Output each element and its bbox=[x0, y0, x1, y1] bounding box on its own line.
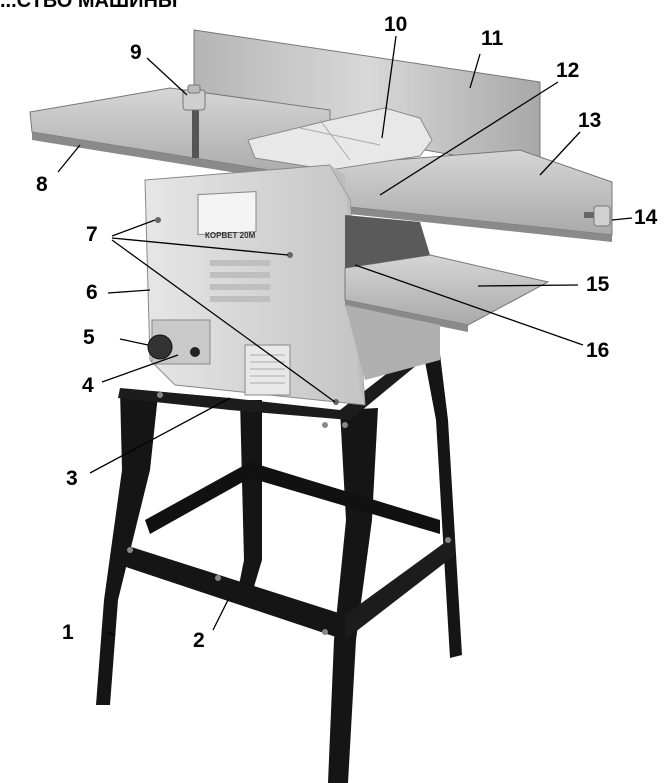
callout-11: 11 bbox=[481, 27, 504, 50]
callout-10: 10 bbox=[384, 13, 408, 36]
callout-2: 2 bbox=[193, 629, 205, 652]
stand-lower-rail-side bbox=[345, 535, 455, 640]
callout-6: 6 bbox=[86, 281, 98, 304]
callout-1: 1 bbox=[62, 621, 74, 644]
callout-4: 4 bbox=[82, 374, 94, 397]
callout-9: 9 bbox=[130, 41, 142, 64]
page-header-fragment: ...СТВО МАШИНЫ bbox=[0, 0, 178, 12]
callout-5: 5 bbox=[83, 326, 95, 349]
callout-12: 12 bbox=[556, 59, 580, 82]
callout-16: 16 bbox=[586, 339, 610, 362]
stand-leg-back-left bbox=[236, 400, 262, 600]
fence-lock-knob bbox=[584, 205, 611, 227]
blade-guard bbox=[247, 107, 433, 171]
stand-leg-front-right bbox=[328, 408, 378, 783]
height-adjust-knob bbox=[182, 84, 206, 158]
callout-14: 14 bbox=[634, 207, 658, 228]
stand-leg-back-right bbox=[420, 335, 462, 658]
callout-13: 13 bbox=[578, 109, 602, 132]
stand-lower-rail-front bbox=[120, 545, 345, 640]
callout-3: 3 bbox=[66, 467, 78, 490]
switch-button bbox=[147, 334, 173, 360]
callout-15: 15 bbox=[586, 273, 610, 296]
stand-middle-rail bbox=[145, 462, 440, 534]
stand bbox=[96, 335, 462, 783]
callout-8: 8 bbox=[36, 173, 48, 196]
leader-lines bbox=[57, 35, 633, 636]
reset-knob bbox=[190, 347, 200, 357]
brand-label: КОРВЕТ 20М bbox=[205, 231, 256, 240]
brand-plate bbox=[197, 191, 257, 236]
callout-7: 7 bbox=[86, 223, 98, 246]
